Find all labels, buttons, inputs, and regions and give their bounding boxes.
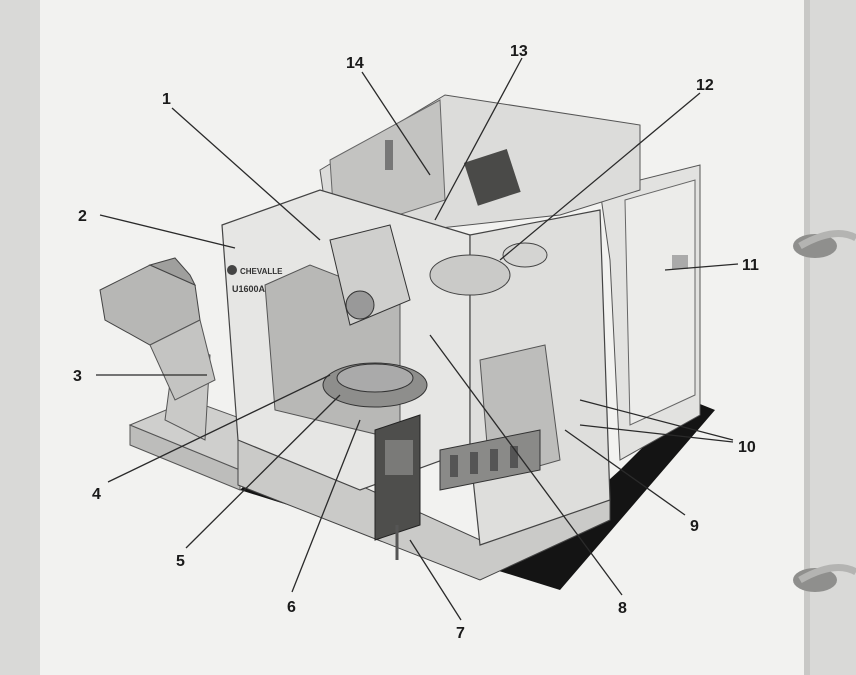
- leader-11: [664, 263, 739, 271]
- leader-14: [361, 71, 431, 176]
- callout-3: 3: [73, 368, 82, 385]
- callouts: 1 2 3 4 5 6 7 8 9 10 11 12 13 14: [73, 43, 759, 642]
- callout-14: 14: [346, 55, 364, 72]
- logo-model: U1600A: [232, 284, 266, 294]
- page-edge-shadow: [804, 0, 810, 675]
- callout-11: 11: [742, 257, 759, 274]
- callout-8: 8: [618, 600, 627, 617]
- callout-4: 4: [92, 486, 101, 503]
- electrical-cabinet: [599, 164, 701, 461]
- leader-5: [185, 394, 341, 549]
- leader-9: [564, 429, 686, 516]
- callout-9: 9: [690, 518, 699, 535]
- callout-7: 7: [456, 625, 465, 642]
- binder-ring-bottom: [793, 564, 856, 592]
- spindle-head: [329, 224, 411, 326]
- leader-10a: [579, 399, 734, 441]
- leader-13: [434, 57, 523, 221]
- leader-8: [429, 334, 623, 596]
- leader-12: [499, 92, 701, 261]
- callout-10: 10: [738, 439, 756, 456]
- logo-brand: CHEVALLE: [240, 267, 283, 276]
- leader-7: [409, 539, 462, 621]
- callout-5: 5: [176, 553, 185, 570]
- leader-2: [99, 214, 236, 249]
- callout-1: 1: [162, 91, 171, 108]
- binder-ring-top: [793, 230, 856, 258]
- callout-12: 12: [696, 77, 714, 94]
- leader-4: [107, 374, 331, 483]
- leader-1: [171, 107, 321, 241]
- leader-lines: [96, 57, 739, 621]
- tool-changer-rack: [439, 429, 541, 491]
- callout-13: 13: [510, 43, 528, 60]
- control-panel: [374, 414, 421, 560]
- machine-logo: CHEVALLE U1600A: [227, 265, 283, 294]
- machine-floor-shadow: [240, 400, 715, 590]
- rotary-table: [322, 362, 428, 408]
- leader-10b: [579, 424, 734, 443]
- callout-2: 2: [78, 208, 87, 225]
- leader-6: [291, 419, 361, 593]
- callout-6: 6: [287, 599, 296, 616]
